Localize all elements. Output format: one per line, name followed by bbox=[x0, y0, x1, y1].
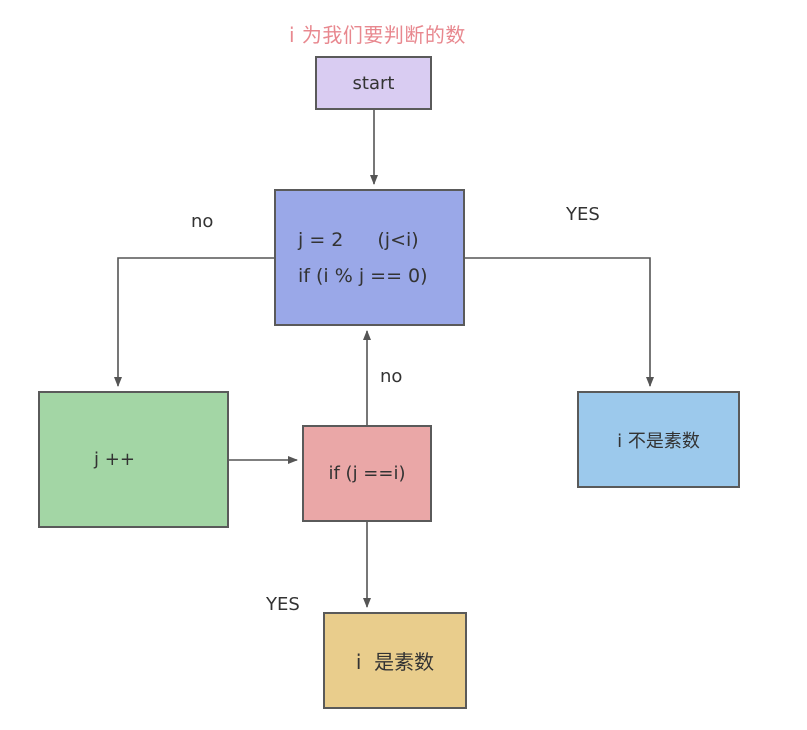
not-prime-label: i 不是素数 bbox=[617, 430, 700, 452]
increment-label: j ++ bbox=[94, 449, 135, 470]
prime-label: i 是素数 bbox=[355, 650, 435, 674]
increment-node: j ++ bbox=[38, 391, 229, 528]
check-init-label: j = 2 bbox=[298, 228, 344, 251]
edge-label-no-left: no bbox=[191, 211, 214, 232]
check-modulo-label: if (i % j == 0) bbox=[298, 264, 428, 287]
start-label: start bbox=[352, 72, 395, 94]
start-node: start bbox=[315, 56, 432, 110]
check-loop-condition: (j<i) bbox=[377, 228, 419, 251]
check-init-line: j = 2 (j<i) bbox=[298, 229, 419, 251]
edge-label-no-up: no bbox=[380, 366, 403, 387]
edge-label-yes-down: YES bbox=[266, 594, 300, 615]
arrow-check-to-increment bbox=[114, 257, 274, 387]
edge-label-yes-right: YES bbox=[566, 204, 600, 225]
diagram-title: i 为我们要判断的数 bbox=[289, 23, 466, 47]
if-equal-label: if (j ==i) bbox=[328, 463, 406, 484]
prime-node: i 是素数 bbox=[323, 612, 467, 709]
check-node: j = 2 (j<i) if (i % j == 0) bbox=[274, 189, 465, 326]
not-prime-node: i 不是素数 bbox=[577, 391, 740, 488]
if-equal-node: if (j ==i) bbox=[302, 425, 432, 522]
arrow-check-to-not-prime bbox=[465, 257, 654, 387]
